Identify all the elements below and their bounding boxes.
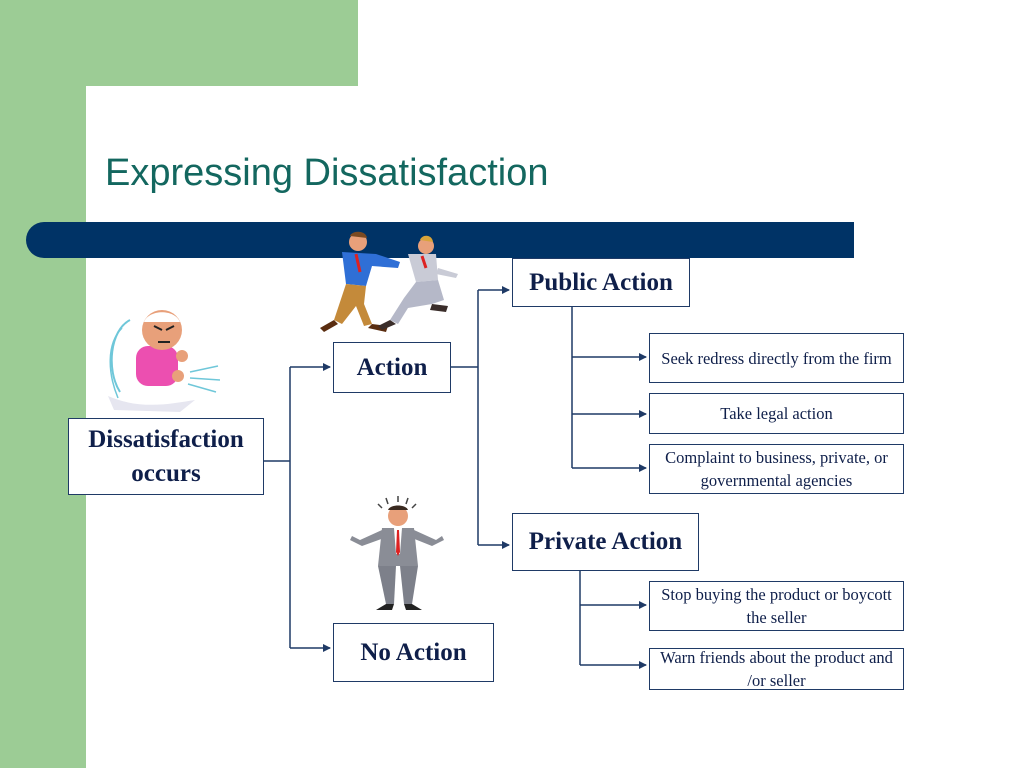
action-label: Action (356, 353, 428, 381)
slide-title: Expressing Dissatisfaction (105, 152, 549, 194)
private-item-label: Warn friends about the product and /or s… (660, 648, 893, 690)
public-item-box: Complaint to business, private, or gover… (649, 444, 904, 494)
shrugging-man-clipart (350, 496, 444, 610)
angry-man-clipart (108, 310, 220, 412)
public-item-label: Seek redress directly from the firm (661, 348, 892, 368)
private-item-box: Warn friends about the product and /or s… (649, 648, 904, 690)
public-item-box: Take legal action (649, 393, 904, 434)
private-action-box: Private Action (512, 513, 699, 571)
root-label: Dissatisfaction occurs (88, 425, 244, 487)
public-item-label: Complaint to business, private, or gover… (665, 448, 888, 490)
no-action-box: No Action (333, 623, 494, 682)
public-action-label: Public Action (529, 268, 673, 296)
root-box: Dissatisfaction occurs (68, 418, 264, 495)
fighting-men-clipart (320, 231, 458, 332)
public-action-box: Public Action (512, 258, 690, 307)
public-item-box: Seek redress directly from the firm (649, 333, 904, 383)
private-item-box: Stop buying the product or boycott the s… (649, 581, 904, 631)
private-item-label: Stop buying the product or boycott the s… (661, 585, 892, 627)
no-action-label: No Action (360, 638, 467, 666)
action-box: Action (333, 342, 451, 393)
title-underline-bar (26, 222, 854, 258)
private-action-label: Private Action (528, 528, 683, 555)
green-top-panel (0, 0, 358, 86)
public-item-label: Take legal action (720, 404, 833, 423)
green-side-panel (0, 0, 86, 768)
